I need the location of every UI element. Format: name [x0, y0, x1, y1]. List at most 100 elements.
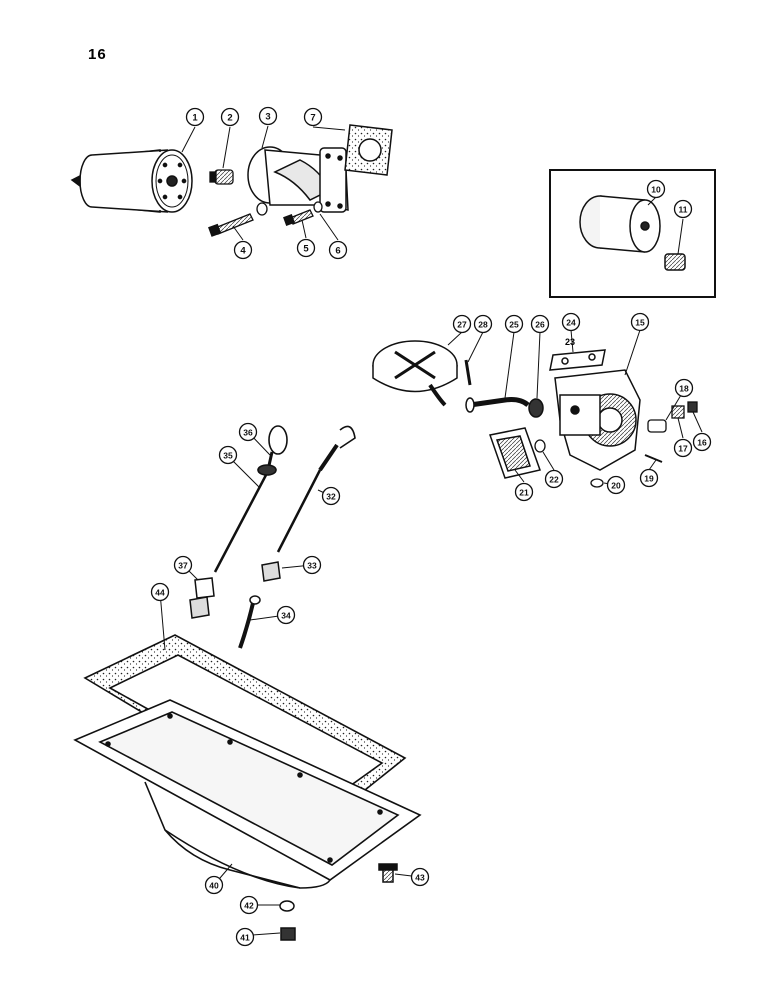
callout-36: 36 — [238, 422, 258, 442]
callout-label: 15 — [635, 317, 645, 327]
callout-24: 24 — [561, 312, 581, 332]
callout-circle — [296, 238, 316, 258]
callout-label: 44 — [155, 587, 165, 597]
callout-label: 17 — [678, 443, 688, 453]
callout-label: 35 — [223, 450, 233, 460]
callout-circle — [238, 422, 258, 442]
oil-pan-drawing — [73, 699, 422, 889]
callout-26: 26 — [530, 314, 550, 334]
callout-32: 32 — [321, 486, 341, 506]
callout-label: 23 — [565, 337, 575, 347]
callout-41: 41 — [235, 927, 255, 947]
callout-label: 1 — [192, 112, 198, 123]
callout-label: 40 — [209, 880, 219, 890]
callout-circle — [258, 106, 278, 126]
drain-plug-parts-drawing — [279, 863, 398, 941]
callout-label: 25 — [509, 319, 519, 329]
callout-17: 17 — [673, 438, 693, 458]
callout-circle — [173, 555, 193, 575]
callout-label: 3 — [265, 111, 270, 122]
callout-37: 37 — [173, 555, 193, 575]
page-number: 16 — [88, 46, 107, 63]
inset-frame — [549, 169, 716, 298]
callout-15: 15 — [630, 312, 650, 332]
callout-label: 7 — [310, 112, 315, 123]
callout-10: 10 — [646, 179, 666, 199]
pump-plate-drawing — [549, 349, 606, 371]
callout-circle — [561, 312, 581, 332]
callout-circle — [233, 240, 253, 260]
callout-circle — [692, 432, 712, 452]
callout-21: 21 — [514, 482, 534, 502]
callout-circle — [220, 107, 240, 127]
callout-circle — [473, 314, 493, 334]
callout-circle — [674, 378, 694, 398]
callout-33: 33 — [302, 555, 322, 575]
callout-19: 19 — [639, 468, 659, 488]
callout-label: 2 — [227, 112, 232, 123]
callout-23: 23 — [565, 337, 575, 347]
callout-label: 19 — [644, 473, 654, 483]
callout-3: 3 — [258, 106, 278, 126]
callout-label: 20 — [611, 480, 621, 490]
callout-circle — [673, 199, 693, 219]
pump-small-parts-drawing — [534, 401, 698, 488]
callout-label: 16 — [697, 437, 707, 447]
adapter-gasket-drawing — [344, 124, 393, 176]
callout-circle — [514, 482, 534, 502]
callout-label: 11 — [679, 204, 688, 214]
callout-label: 10 — [651, 184, 661, 194]
callout-label: 5 — [303, 243, 309, 254]
dipstick-left-drawing — [213, 425, 288, 573]
dipstick-tube-parts-drawing — [189, 561, 281, 649]
callout-40: 40 — [204, 875, 224, 895]
callout-circle — [639, 468, 659, 488]
callout-42: 42 — [239, 895, 259, 915]
callout-27: 27 — [452, 314, 472, 334]
callout-11: 11 — [673, 199, 693, 219]
callout-44: 44 — [150, 582, 170, 602]
callout-label: 22 — [549, 474, 559, 484]
callout-35: 35 — [218, 445, 238, 465]
spin-on-filter-drawing — [579, 195, 686, 271]
callout-label: 33 — [307, 560, 317, 570]
pickup-tube-drawing — [464, 359, 544, 418]
callout-label: 24 — [566, 317, 576, 327]
callout-circle — [218, 445, 238, 465]
bolts-washers-drawing — [208, 201, 323, 237]
callout-18: 18 — [674, 378, 694, 398]
callout-25: 25 — [504, 314, 524, 334]
callout-label: 36 — [243, 427, 253, 437]
callout-7: 7 — [303, 107, 323, 127]
callout-circle — [410, 867, 430, 887]
callout-circle — [239, 895, 259, 915]
callout-label: 43 — [415, 872, 425, 882]
callout-circle — [504, 314, 524, 334]
callout-circle — [606, 475, 626, 495]
callout-16: 16 — [692, 432, 712, 452]
callout-circle — [235, 927, 255, 947]
callout-20: 20 — [606, 475, 626, 495]
callout-label: 41 — [240, 932, 250, 942]
callout-label: 21 — [519, 487, 529, 497]
callout-circle — [303, 107, 323, 127]
callout-label: 27 — [457, 319, 467, 329]
callout-label: 4 — [240, 245, 246, 256]
callout-22: 22 — [544, 469, 564, 489]
callout-label: 28 — [478, 319, 488, 329]
oil-filter-drawing — [70, 149, 193, 213]
callout-1: 1 — [185, 107, 205, 127]
filter-nipple-drawing — [209, 169, 234, 185]
callout-circle — [630, 312, 650, 332]
callout-label: 42 — [244, 900, 254, 910]
callout-4: 4 — [233, 240, 253, 260]
callout-circle — [276, 605, 296, 625]
callout-label: 37 — [178, 560, 188, 570]
pickup-screen-drawing — [372, 340, 458, 407]
callout-label: 6 — [335, 245, 340, 256]
callout-circle — [185, 107, 205, 127]
callout-43: 43 — [410, 867, 430, 887]
callout-6: 6 — [328, 240, 348, 260]
